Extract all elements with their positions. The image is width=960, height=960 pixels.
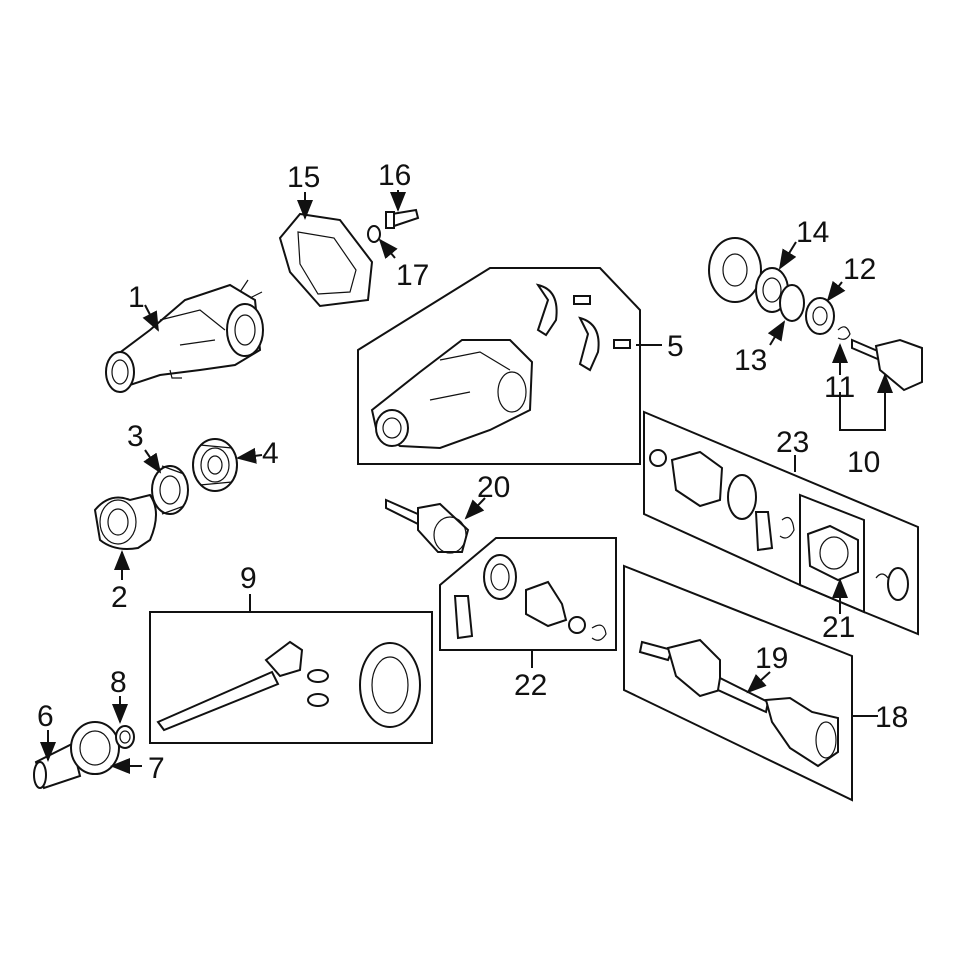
wheel-hub-flange-part [708,237,762,303]
callout-6: 6 [37,700,54,733]
callout-12: 12 [843,253,876,286]
hub-seal-part [779,284,805,322]
axle-shaft-assembly-part [638,638,839,768]
group-box-21-sub [799,493,865,614]
callout-23: 23 [776,426,809,459]
rear-cover-part [278,212,374,308]
callout-3: 3 [127,420,144,453]
callout-17: 17 [396,259,429,292]
callout-15: 15 [287,161,320,194]
group-box-18 [623,564,853,802]
stub-axle-part [851,338,923,392]
oil-seal-part [151,465,189,515]
callout-16: 16 [378,159,411,192]
pinion-bearing-part [192,438,238,492]
companion-flange-part [93,493,157,550]
inner-bearing-part [805,297,835,335]
differential-carrier-part [105,279,264,393]
snap-ring-part [837,326,851,340]
callout-8: 8 [110,666,127,699]
leader-20 [464,497,486,520]
callout-11: 11 [824,371,855,404]
leader-1 [142,304,159,332]
cover-bolt-part [385,208,420,229]
callout-7: 7 [148,752,165,785]
callout-22: 22 [514,669,547,702]
outer-boot-kit-part [649,449,795,552]
outer-cv-housing-part [806,524,909,601]
callout-9: 9 [240,562,257,595]
cover-washer-part [367,225,381,243]
ring-pinion-gear-set-part [156,640,421,732]
callout-4: 4 [262,437,279,470]
leader-4 [236,447,263,464]
callout-1: 1 [128,281,145,314]
group-box-22 [439,537,617,651]
callout-10: 10 [847,446,880,479]
leader-12 [826,280,846,302]
boot-kit-part [453,554,607,641]
leader-14 [778,241,797,270]
leader-13 [767,320,786,346]
callout-18: 18 [875,701,908,734]
callout-5: 5 [667,330,684,363]
callout-2: 2 [111,581,128,614]
leader-19 [746,671,771,694]
side-gear-assembly-part [33,721,135,790]
group-box-5 [357,267,641,465]
callout-20: 20 [477,471,510,504]
inner-cv-joint-part [385,498,470,554]
group-box-9 [149,611,433,744]
callout-19: 19 [755,642,788,675]
callout-13: 13 [734,344,767,377]
leader-10 [839,373,893,431]
callout-21: 21 [822,611,855,644]
leader-3 [143,449,162,474]
leader-17 [378,238,398,259]
axle-housing-part [370,283,631,450]
callout-14: 14 [796,216,829,249]
